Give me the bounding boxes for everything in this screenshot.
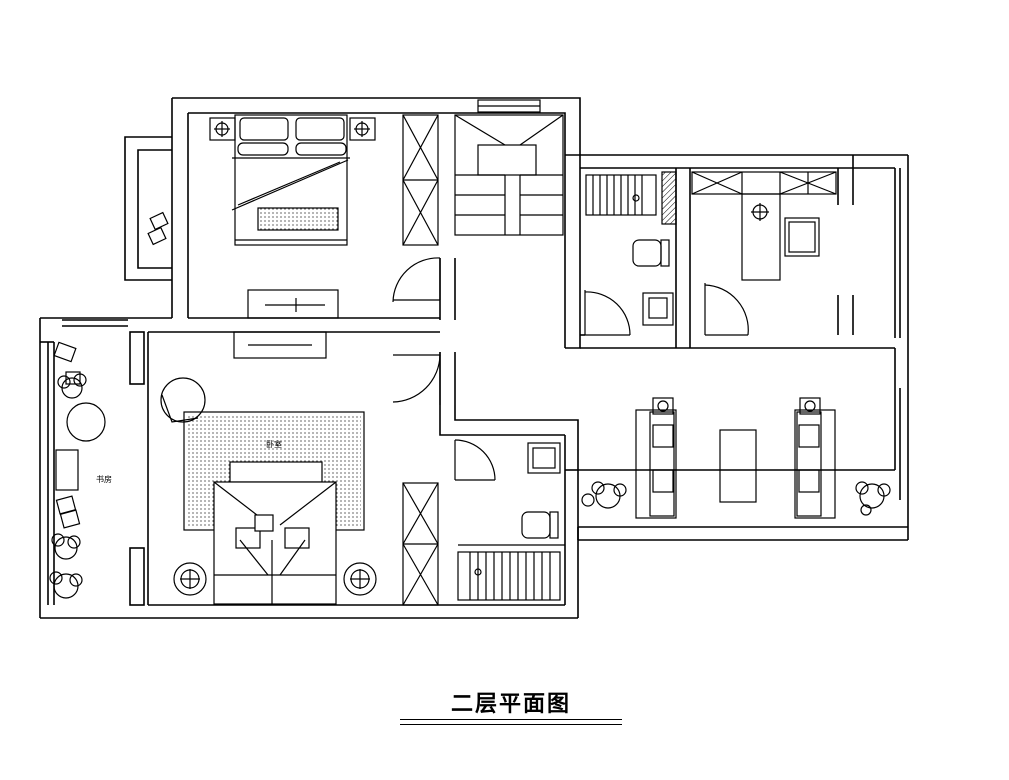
staircase xyxy=(454,114,564,236)
upper-bedroom-furniture xyxy=(209,114,439,319)
title-underline-2 xyxy=(400,724,622,725)
doors xyxy=(392,257,749,481)
upper-bathroom xyxy=(585,171,677,326)
title-underline-1 xyxy=(400,719,622,720)
master-bedroom-furniture xyxy=(160,331,439,606)
sunroom-note: 书房 xyxy=(96,474,112,484)
walls xyxy=(39,97,909,619)
lower-bathroom xyxy=(457,442,565,601)
balcony-chair xyxy=(147,211,169,246)
lounge-furniture xyxy=(581,397,891,519)
left-sunroom-furniture xyxy=(49,341,106,599)
stair-window xyxy=(477,99,541,113)
study-furniture xyxy=(691,171,837,281)
master-bedroom-note: 卧室 xyxy=(266,439,282,449)
drawing-title: 二层平面图 xyxy=(450,692,571,717)
